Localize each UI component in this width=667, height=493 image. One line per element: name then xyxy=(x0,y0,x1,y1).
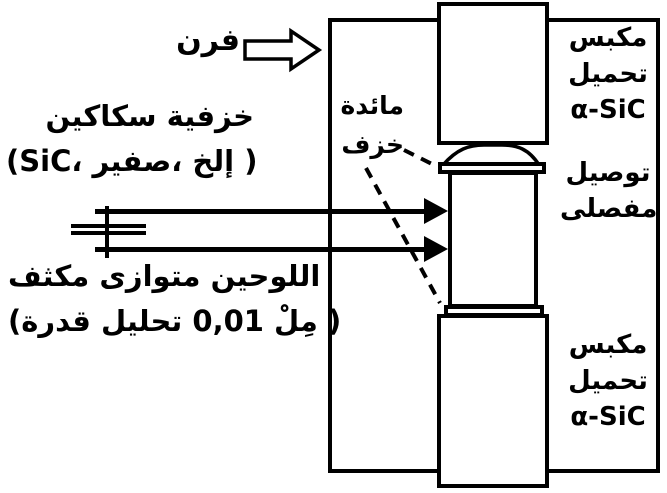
articulated-joint-label: توصيل مفصلى xyxy=(560,155,658,227)
ceramic-table-label-line2: خزف xyxy=(341,130,404,159)
upper-press-label-line3: α-SiC xyxy=(570,95,646,125)
ceramic-knives-label: سكاكين‎ خزفية (SiC، صفير‎، إلخ‎ ) xyxy=(6,94,258,184)
lower-press-label-line1: مكبس xyxy=(568,330,648,360)
articulated-joint-label-line1: توصيل xyxy=(565,158,651,188)
lower-press-label-line2: تحميل xyxy=(568,366,648,396)
lower-press-label-line3: α-SiC xyxy=(570,402,646,432)
lower-press-ram xyxy=(437,314,549,488)
lower-knife-arrowhead-icon xyxy=(424,236,448,262)
articulated-joint-label-line2: مفصلى xyxy=(560,194,658,224)
specimen-column xyxy=(448,171,538,308)
lower-knife-arrow-shaft xyxy=(95,247,427,252)
furnace-label: فرن xyxy=(176,23,240,58)
articulated-joint-dome xyxy=(439,143,543,167)
upper-press-label-line2: تحميل xyxy=(568,59,648,89)
furnace-arrow-icon xyxy=(243,27,323,73)
upper-press-label: مكبس تحميل α-SiC xyxy=(560,20,656,128)
lower-ceramic-platen xyxy=(444,305,544,317)
ceramic-table-label-line1: مائدة xyxy=(340,91,404,120)
upper-knife-arrow-shaft xyxy=(95,209,427,214)
upper-press-label-line1: مكبس xyxy=(568,23,648,53)
upper-press-ram xyxy=(437,2,549,145)
ceramic-knives-label-line2: (SiC، صفير‎، إلخ‎ ) xyxy=(6,144,258,178)
capacitor-symbol-plate-bottom xyxy=(71,231,146,235)
capacitor-symbol-plate-top xyxy=(71,224,146,228)
upper-ceramic-platen xyxy=(438,162,546,174)
upper-knife-arrowhead-icon xyxy=(424,198,448,224)
capacitor-label: مكثف‎ متوازى‎ اللوحين (قدرة‎ تحليل‎ 0,01… xyxy=(8,254,342,344)
ceramic-knives-label-line1: سكاكين‎ خزفية xyxy=(45,99,254,133)
capacitor-label-line2: (قدرة‎ تحليل‎ 0,01 ‎مِلْ‎ ) xyxy=(8,304,342,338)
capacitor-label-line1: مكثف‎ متوازى‎ اللوحين xyxy=(8,259,321,293)
lower-press-label: مكبس تحميل α-SiC xyxy=(560,327,656,435)
ceramic-table-label: مائدة خزف xyxy=(330,86,404,164)
